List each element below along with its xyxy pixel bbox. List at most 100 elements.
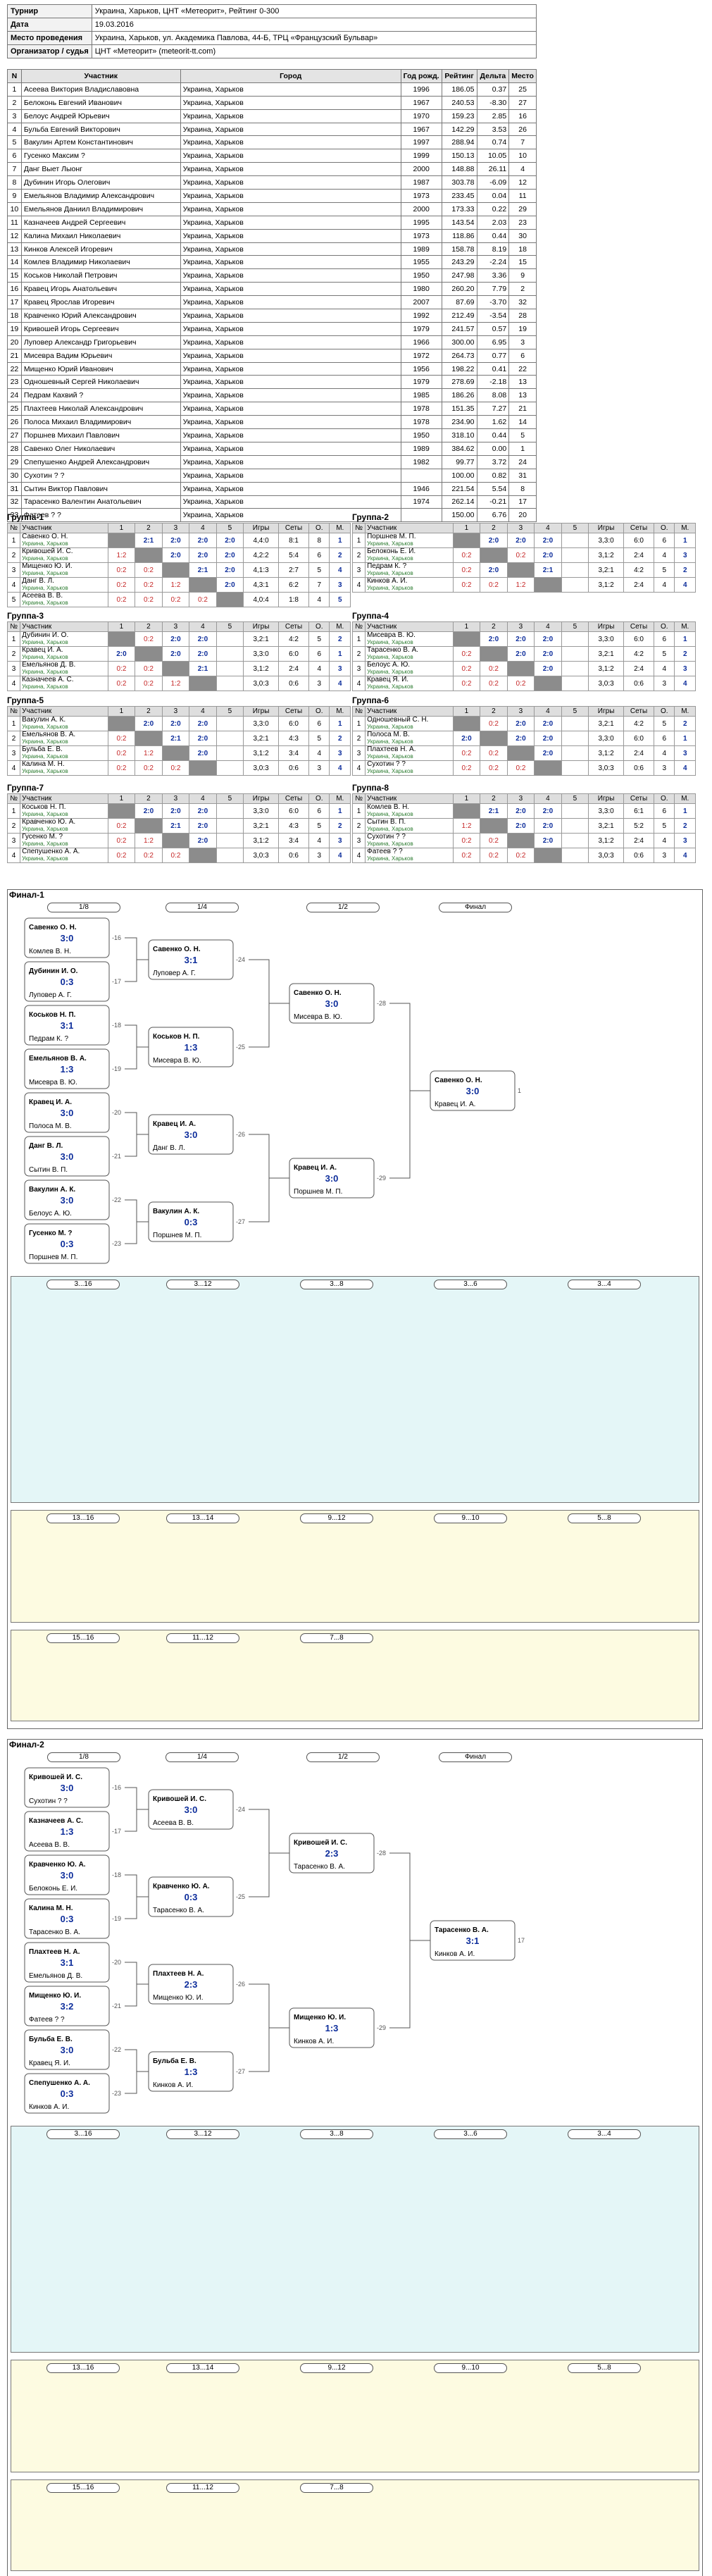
group-stat-g: 4,1:3 (243, 562, 280, 578)
participant-cell: Кинков Алексей Игоревич (20, 242, 181, 256)
group-stat-o: 5 (654, 818, 675, 834)
group-stat-m: 4 (329, 562, 351, 578)
player-city: Украина, Харьков (22, 540, 68, 547)
group-result-cell: 2:0 (135, 716, 163, 731)
group-player: Педрам К. ?Украина, Харьков (365, 562, 454, 578)
participant-cell: Кравченко Юрий Александрович (20, 309, 181, 323)
player-city: Украина, Харьков (367, 540, 413, 547)
group-stat-m: 4 (329, 848, 351, 863)
group-stat-o: 6 (308, 803, 330, 819)
group-result-cell: 2:0 (216, 577, 244, 593)
participants-column-header: Участник (20, 69, 181, 83)
group-stat-s: 2:4 (278, 661, 310, 676)
group-column-header: № (351, 523, 366, 533)
participant-cell: 31 (508, 468, 537, 483)
participant-cell: 5.54 (476, 481, 510, 496)
group-result-cell (452, 533, 481, 548)
group-stat-o: 6 (308, 547, 330, 563)
group-stat-m: 1 (329, 803, 351, 819)
group-stat-s: 1:8 (278, 592, 310, 607)
group-result-cell: 0:2 (135, 562, 163, 578)
match-score: 2:3 (185, 1979, 198, 1990)
group-result-cell: 2:0 (161, 716, 190, 731)
match-loser-link: -29 (377, 2024, 386, 2031)
group-column-header: Участник (365, 706, 454, 717)
group-column-header: М. (329, 793, 351, 804)
group-result-cell (216, 760, 244, 776)
zone-header: 3...16 (46, 1280, 120, 1289)
match-player-b: Полоса М. В. (29, 1122, 72, 1130)
participant-cell: 0.44 (476, 228, 510, 243)
participants-column-header: Дельта (476, 69, 510, 83)
match-loser-link: -25 (236, 1893, 245, 1900)
group-result-cell (561, 731, 589, 746)
group-result-cell (216, 592, 244, 607)
group-result-cell: 0:2 (452, 646, 481, 662)
group-stat-s: 6:0 (623, 731, 655, 746)
participant-cell: 7 (7, 162, 22, 177)
participant-cell: Украина, Харьков (180, 268, 401, 283)
group-result-cell: 2:0 (216, 533, 244, 548)
player-name: Спепушенко А. А. (22, 848, 80, 855)
group-player: Сытин В. П.Украина, Харьков (365, 818, 454, 834)
participant-cell: 6.76 (476, 508, 510, 523)
group-result-cell: 0:2 (506, 848, 535, 863)
group-column-header: 2 (480, 523, 508, 533)
match-player-a: Казначеев А. С. (29, 1817, 83, 1825)
group-result-cell (480, 818, 508, 834)
player-city: Украина, Харьков (367, 855, 413, 862)
participant-cell: Украина, Харьков (180, 495, 401, 509)
group-stat-m: 1 (329, 716, 351, 731)
group-result-cell: 0:2 (135, 631, 163, 647)
group-column-header: 5 (216, 793, 244, 804)
participant-cell: 19 (7, 321, 22, 336)
group-player: Кравченко Ю. А.Украина, Харьков (20, 818, 108, 834)
zone-subheader: 3...12 (166, 1280, 239, 1289)
participant-cell: 1989 (400, 441, 442, 456)
zone-header: 15...16 (46, 2483, 120, 2493)
bracket-connector (125, 2049, 149, 2072)
group-column-header: Игры (588, 706, 625, 717)
group-column-header: 4 (534, 621, 562, 632)
participant-cell: 12 (508, 175, 537, 190)
group-player: Емельянов Д. В.Украина, Харьков (20, 661, 108, 676)
group-result-cell: 2:0 (534, 533, 562, 548)
participants-column-header: N (7, 69, 22, 83)
group-result-cell (561, 547, 589, 563)
participant-cell: 5 (508, 428, 537, 442)
group-result-cell: 2:0 (189, 547, 217, 563)
group-stat-s: 0:6 (623, 676, 655, 691)
participant-cell: 243.29 (441, 255, 477, 270)
participant-cell: Украина, Харьков (180, 189, 401, 203)
group-result-cell: 2:0 (189, 716, 217, 731)
bracket-connector (125, 1787, 149, 1810)
participant-cell: 1950 (400, 428, 442, 442)
info-value: 19.03.2016 (91, 18, 537, 32)
participant-cell: Асеева Виктория Владиславовна (20, 82, 181, 97)
match-player-a: Тарасенко В. А. (435, 1926, 489, 1934)
group-column-header: О. (654, 621, 675, 632)
group-row-number: 4 (6, 676, 21, 691)
participant-cell: 234.90 (441, 415, 477, 430)
group-result-cell: 2:0 (506, 818, 535, 834)
participant-cell: Бульба Евгений Викторович (20, 122, 181, 137)
player-name: Асеева В. В. (22, 592, 63, 600)
group-stat-s: 0:6 (278, 676, 310, 691)
participant-cell: 1978 (400, 415, 442, 430)
match-player-b: Кинков А. И. (29, 2103, 69, 2111)
participant-cell: 1974 (400, 495, 442, 509)
group-column-header: 4 (534, 523, 562, 533)
group-column-header: 2 (480, 621, 508, 632)
participant-cell: 159.23 (441, 109, 477, 123)
